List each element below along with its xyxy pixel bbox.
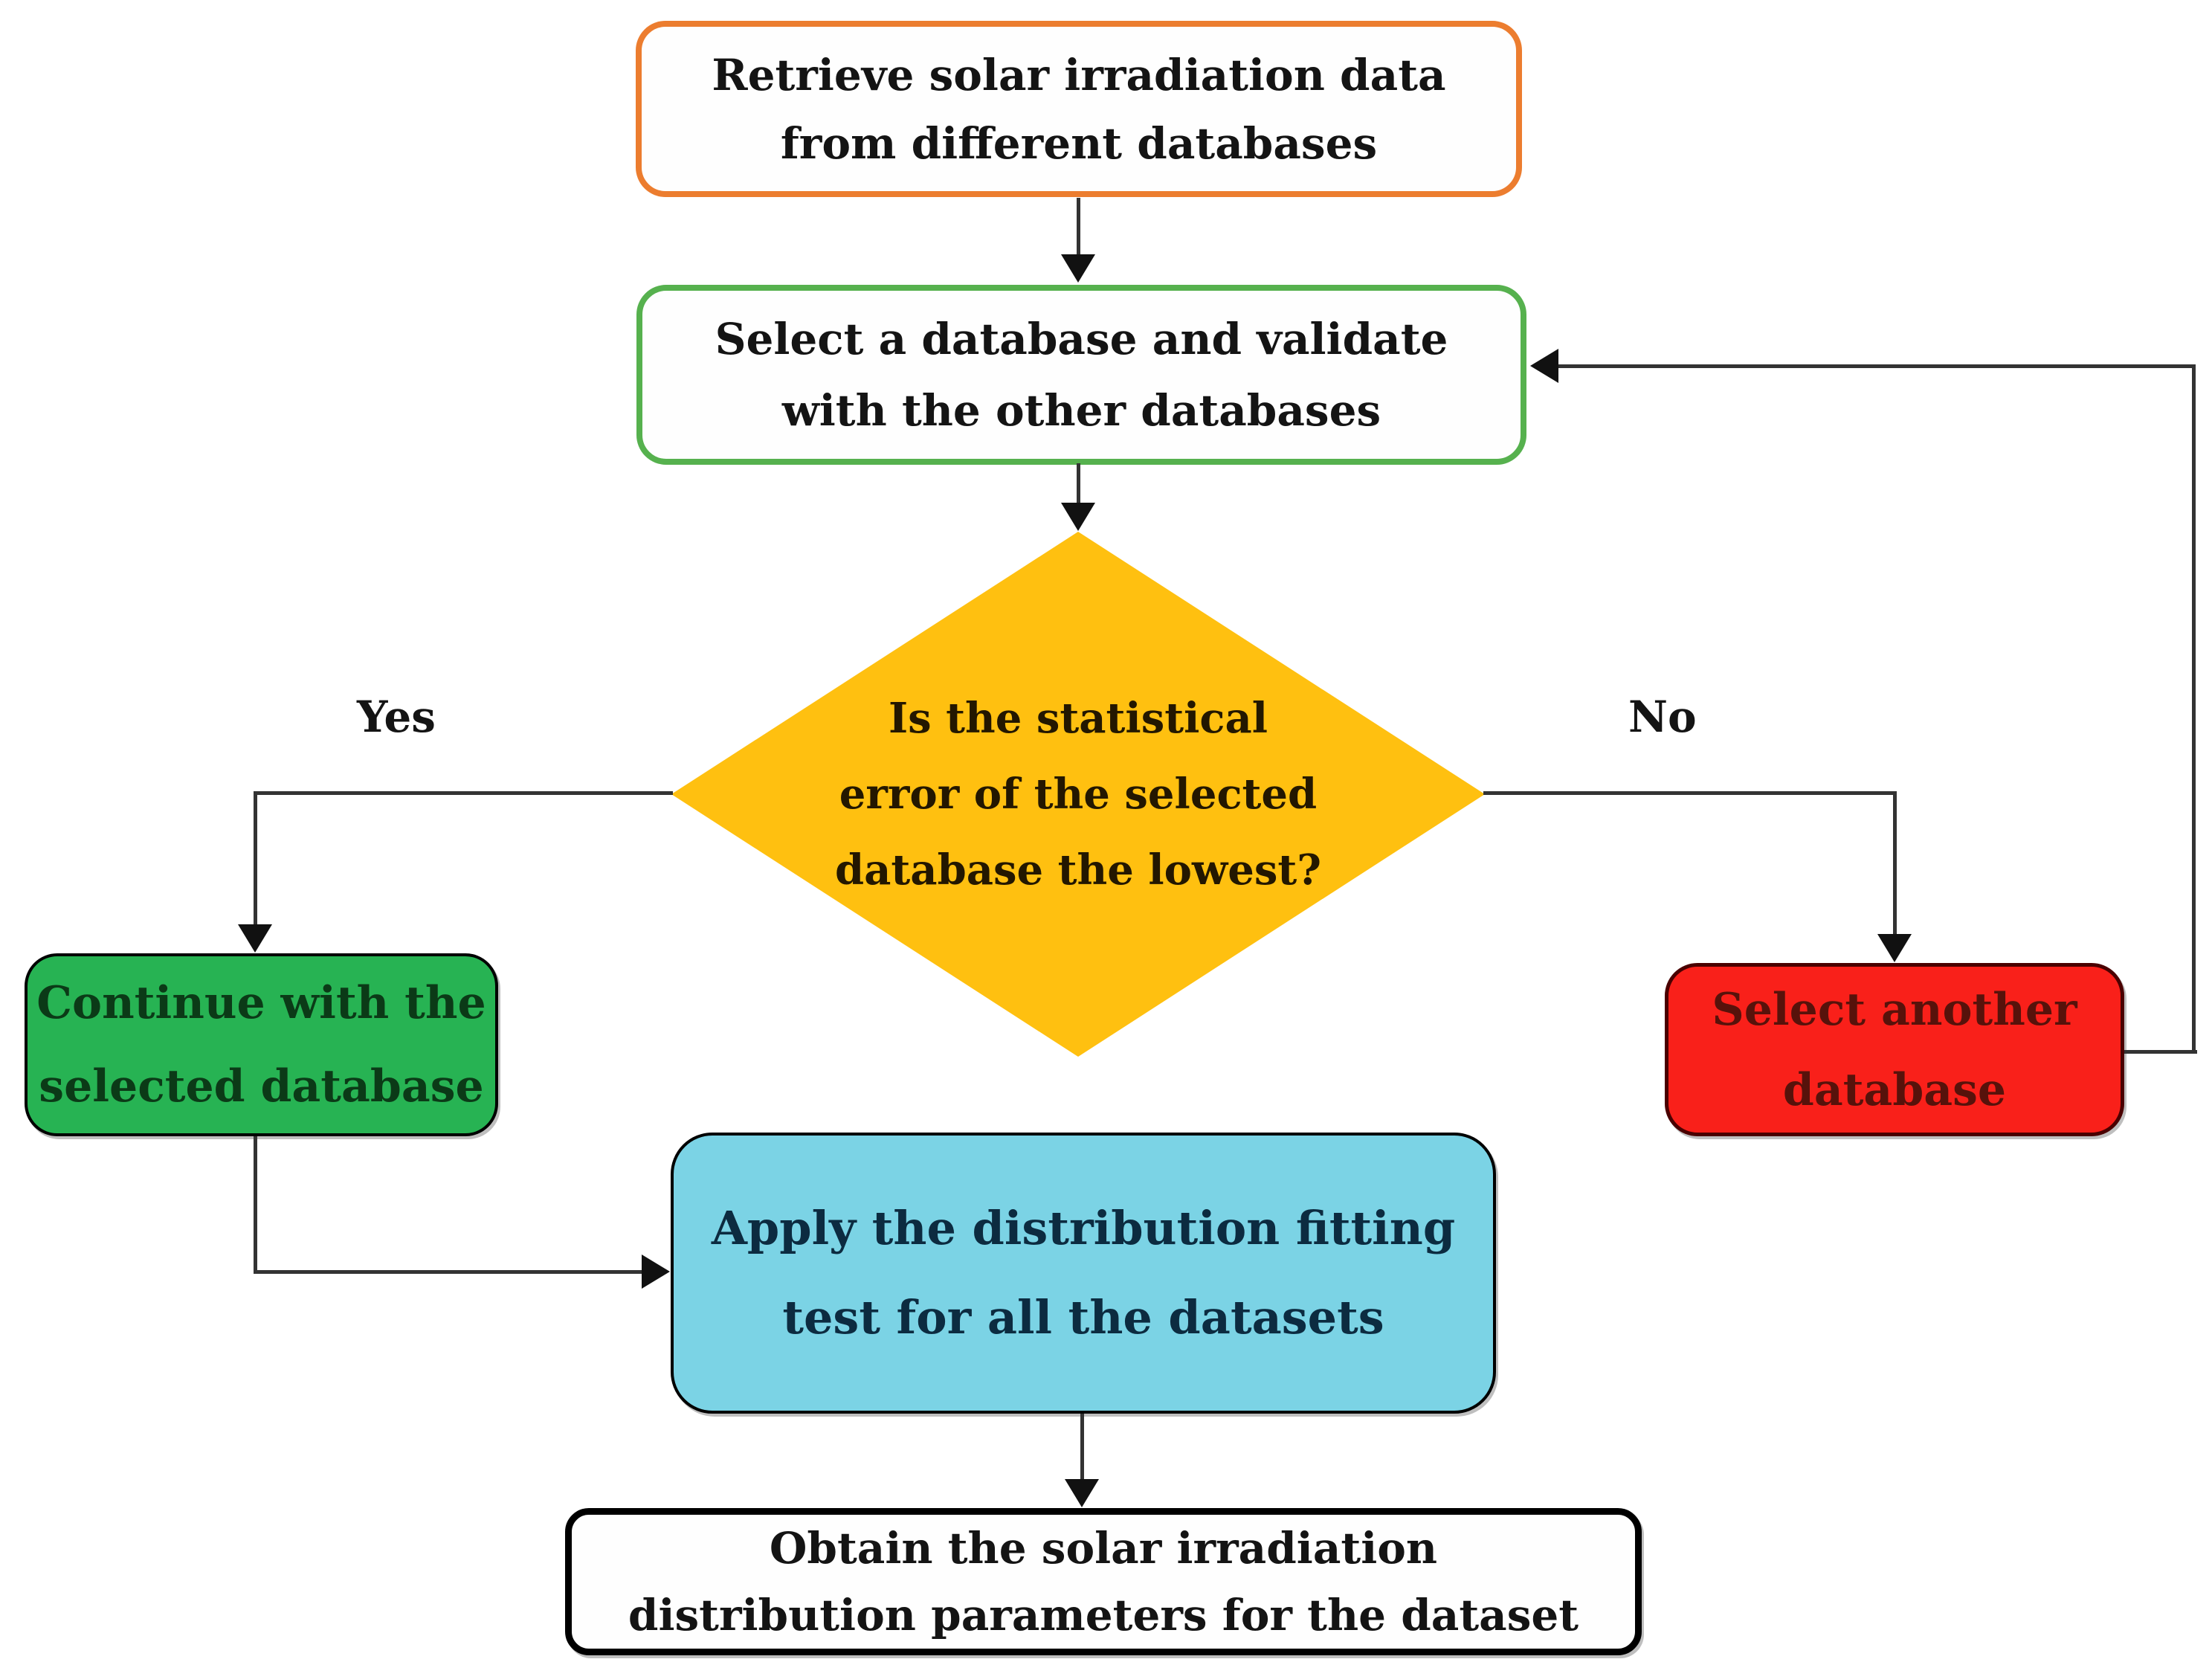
arrowhead-retrieve-to-select	[1061, 254, 1095, 283]
node-retrieve-line1: Retrieve solar irradiation data	[712, 49, 1446, 100]
arrowhead-continue-to-apply	[642, 1254, 670, 1289]
node-obtain-parameters: Obtain the solar irradiation distributio…	[565, 1508, 1642, 1655]
arrowhead-apply-to-obtain	[1065, 1479, 1099, 1507]
node-select-validate: Select a database and validate with the …	[636, 285, 1526, 465]
decision-line2: error of the selected	[839, 770, 1318, 819]
connector-apply-to-obtain	[1080, 1414, 1084, 1495]
node-apply-fitting: Apply the distribution fitting test for …	[671, 1133, 1496, 1414]
connector-yes-horizontal	[255, 791, 673, 795]
arrowhead-yes-to-continue	[238, 924, 272, 953]
decision-diamond-shape	[671, 532, 1485, 1057]
arrowhead-feedback-to-select	[1530, 349, 1558, 383]
connector-no-vertical	[1893, 791, 1897, 950]
node-select-line2: with the other databases	[781, 385, 1381, 436]
node-apply-line2: test for all the datasets	[782, 1290, 1384, 1344]
connector-feedback-up	[2192, 364, 2196, 1054]
node-select-another: Select another database	[1665, 963, 2124, 1136]
connector-select-to-decision	[1077, 463, 1080, 518]
decision-diamond-polygon	[671, 532, 1485, 1057]
connector-retrieve-to-select	[1077, 198, 1080, 269]
node-another-line1: Select another	[1712, 983, 2077, 1036]
connector-no-horizontal	[1483, 791, 1897, 795]
node-continue-line1: Continue with the	[36, 977, 486, 1029]
arrowhead-no-to-select-another	[1877, 934, 1912, 962]
decision-line3: database the lowest?	[834, 846, 1322, 895]
edge-label-no: No	[1628, 692, 1697, 742]
connector-feedback-return	[1544, 364, 2196, 368]
connector-continue-to-apply	[254, 1270, 656, 1274]
edge-label-yes: Yes	[357, 692, 436, 742]
node-another-line2: database	[1782, 1063, 2007, 1116]
node-apply-line1: Apply the distribution fitting	[711, 1201, 1456, 1255]
node-retrieve-data: Retrieve solar irradiation data from dif…	[636, 21, 1522, 197]
arrowhead-select-to-decision	[1061, 503, 1095, 531]
decision-text: Is the statistical error of the selected…	[665, 526, 1491, 1063]
node-select-line1: Select a database and validate	[715, 314, 1448, 364]
node-continue-database: Continue with the selected database	[25, 953, 498, 1136]
node-continue-line2: selected database	[39, 1060, 484, 1112]
node-retrieve-line2: from different databases	[780, 117, 1378, 169]
node-obtain-line1: Obtain the solar irradiation	[769, 1523, 1438, 1574]
connector-yes-vertical	[254, 791, 257, 938]
connector-continue-down	[254, 1136, 257, 1273]
node-obtain-line2: distribution parameters for the dataset	[628, 1590, 1579, 1640]
decision-line1: Is the statistical	[888, 694, 1268, 743]
node-decision: Is the statistical error of the selected…	[665, 526, 1491, 1063]
connector-feedback-out	[2124, 1050, 2197, 1054]
